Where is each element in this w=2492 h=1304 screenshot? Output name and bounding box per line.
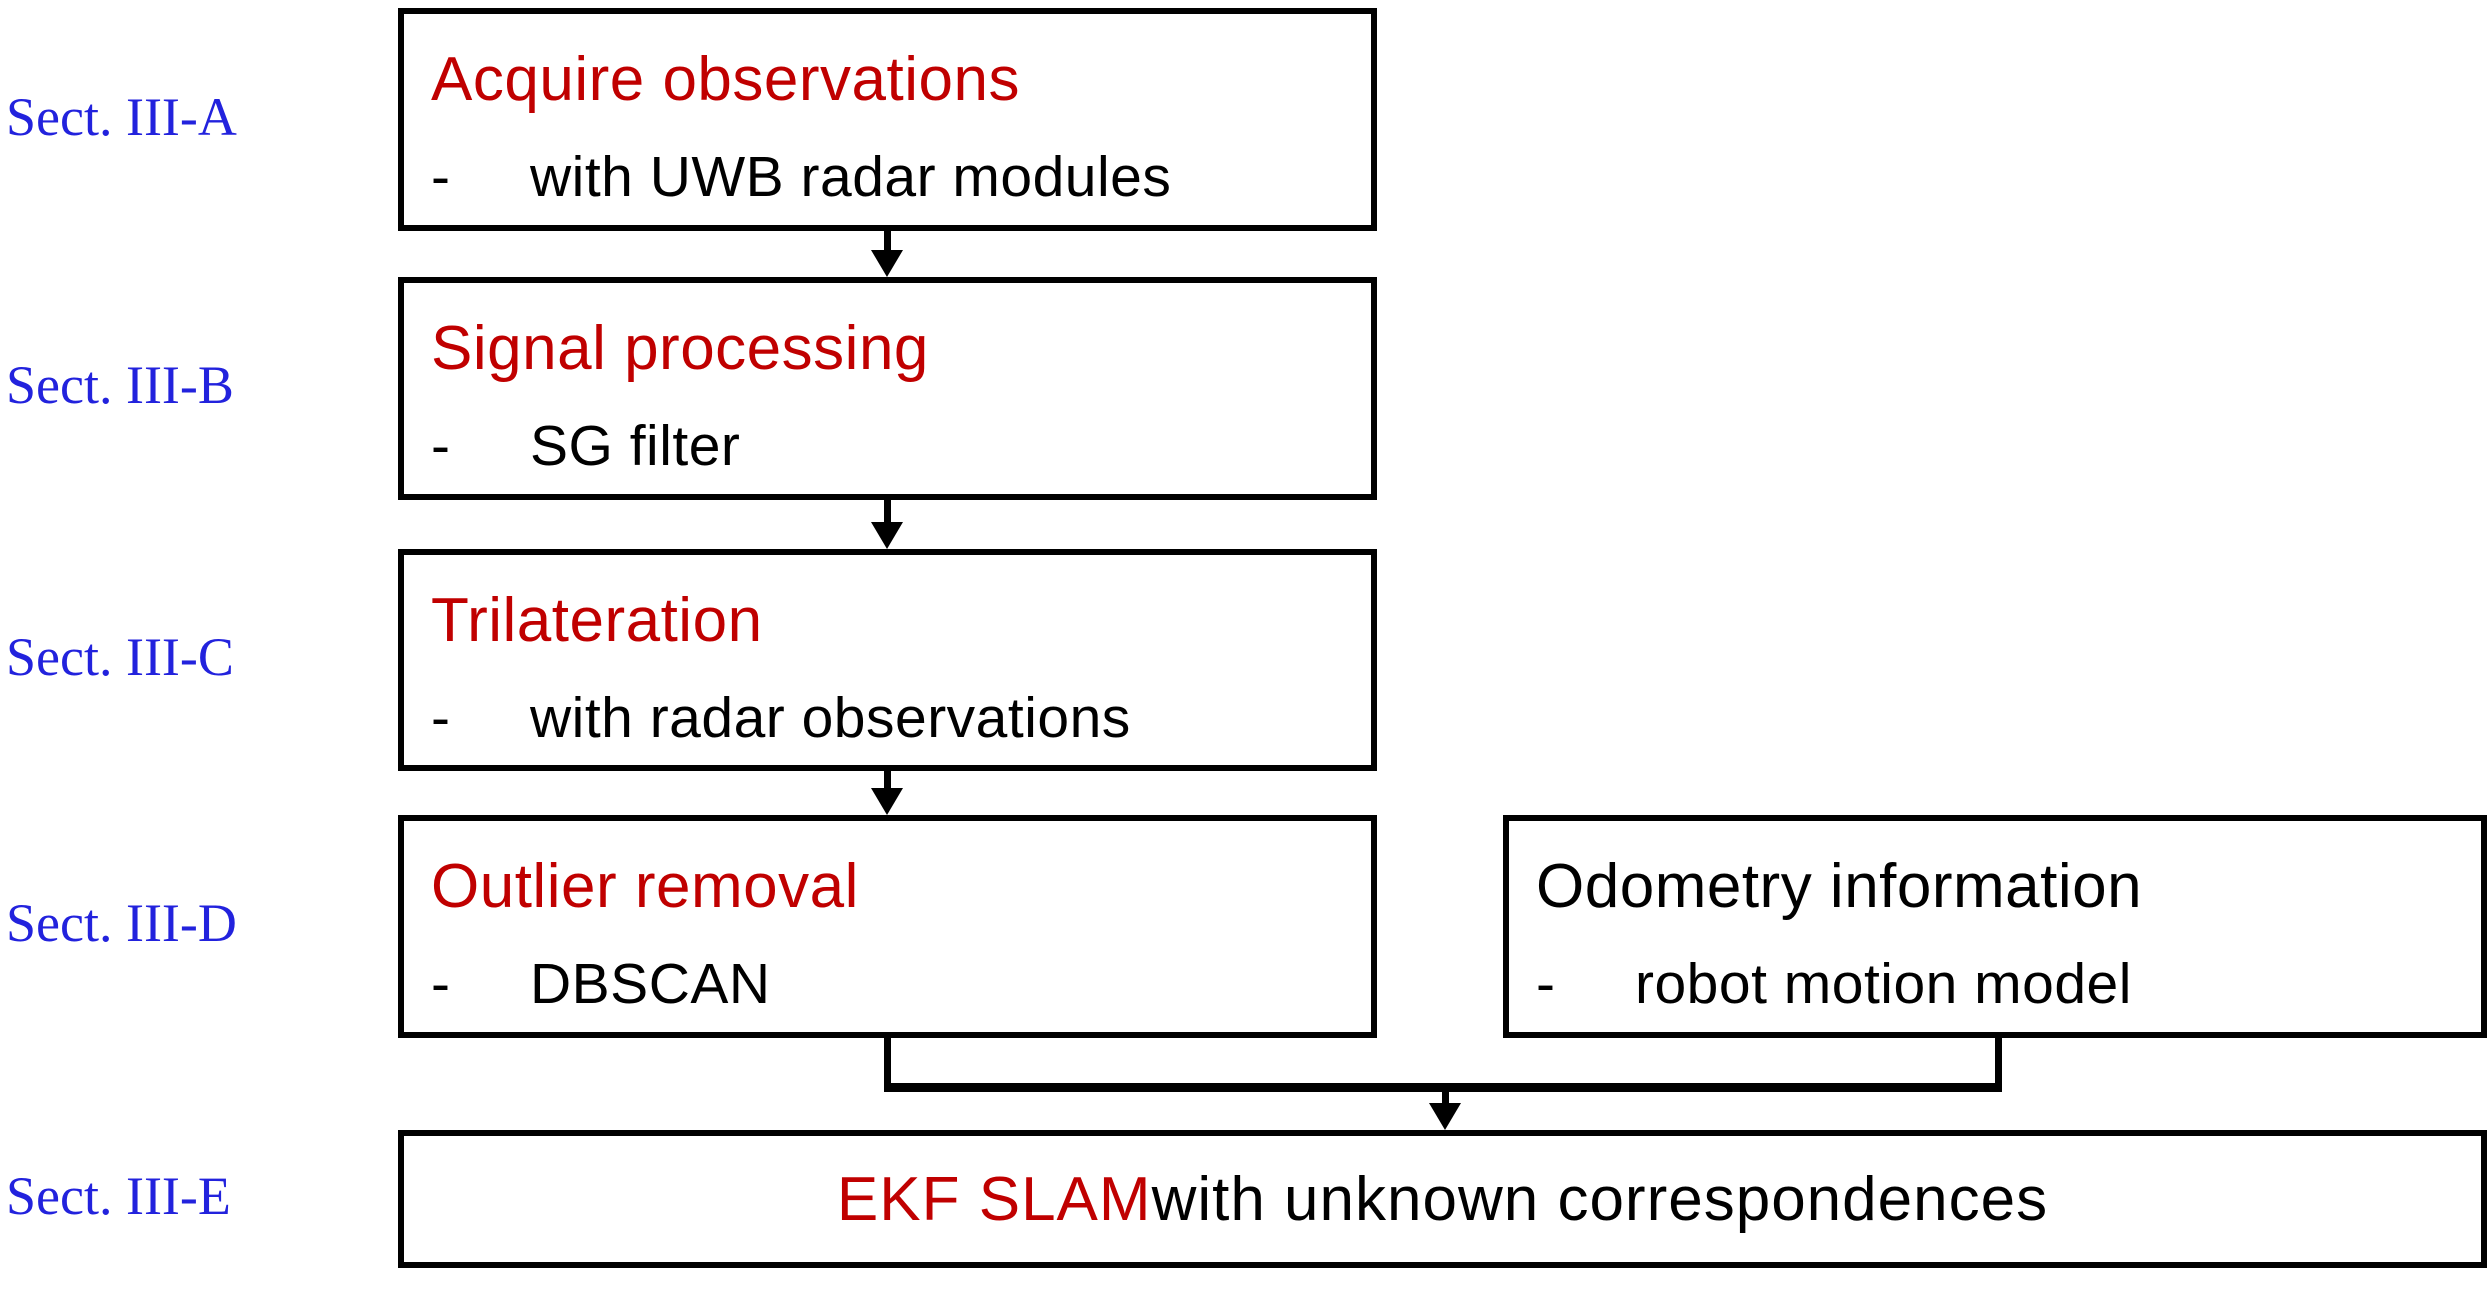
merge-stub-left <box>884 1038 891 1083</box>
bullet-dash: - <box>1536 952 1556 1017</box>
box-outlier-removal: Outlier removal - DBSCAN <box>398 815 1377 1038</box>
merge-arrow-line <box>1442 1092 1449 1106</box>
box-trilateration-item: - with radar observations <box>431 687 1371 750</box>
section-label-iii-a: Sect. III-A <box>6 87 237 147</box>
box-acquire-item-text: with UWB radar modules <box>530 145 1172 210</box>
box-signal-item: - SG filter <box>431 415 1371 478</box>
bullet-dash: - <box>431 414 451 479</box>
bullet-dash: - <box>431 145 451 210</box>
box-acquire-item: - with UWB radar modules <box>431 146 1371 209</box>
box-odometry-information: Odometry information - robot motion mode… <box>1503 815 2487 1038</box>
box-ekf-title-highlight: EKF SLAM <box>836 1164 1152 1234</box>
box-trilateration: Trilateration - with radar observations <box>398 549 1377 771</box>
section-label-iii-c: Sect. III-C <box>6 627 234 687</box>
section-label-iii-b: Sect. III-B <box>6 355 234 415</box>
box-odometry-title: Odometry information <box>1536 852 2143 921</box>
section-label-iii-d: Sect. III-D <box>6 893 237 953</box>
bullet-dash: - <box>431 686 451 751</box>
arrow-down-head-1 <box>871 250 903 277</box>
box-ekf-slam: EKF SLAM with unknown correspondences <box>398 1130 2487 1268</box>
merge-horizontal-line <box>884 1083 2002 1092</box>
merge-arrow-head <box>1429 1103 1461 1130</box>
box-ekf-title-rest: with unknown correspondences <box>1151 1164 2049 1234</box>
arrow-down-line-1 <box>884 231 891 253</box>
arrow-down-line-2 <box>884 500 891 523</box>
box-outlier-item: - DBSCAN <box>431 953 1371 1016</box>
box-trilateration-title: Trilateration <box>431 586 763 655</box>
box-signal-item-text: SG filter <box>530 414 741 479</box>
box-outlier-title: Outlier removal <box>431 852 859 921</box>
arrow-down-head-2 <box>871 522 903 549</box>
merge-stub-right <box>1995 1038 2002 1083</box>
box-signal-title: Signal processing <box>431 314 929 383</box>
box-acquire-title: Acquire observations <box>431 45 1020 114</box>
box-outlier-item-text: DBSCAN <box>530 952 771 1017</box>
box-acquire-observations: Acquire observations - with UWB radar mo… <box>398 8 1377 231</box>
box-odometry-item: - robot motion model <box>1536 953 2481 1016</box>
box-odometry-item-text: robot motion model <box>1635 952 2132 1017</box>
arrow-down-head-3 <box>871 788 903 815</box>
bullet-dash: - <box>431 952 451 1017</box>
section-label-iii-e: Sect. III-E <box>6 1166 231 1226</box>
arrow-down-line-3 <box>884 771 891 789</box>
box-signal-processing: Signal processing - SG filter <box>398 277 1377 500</box>
box-trilateration-item-text: with radar observations <box>530 686 1131 751</box>
